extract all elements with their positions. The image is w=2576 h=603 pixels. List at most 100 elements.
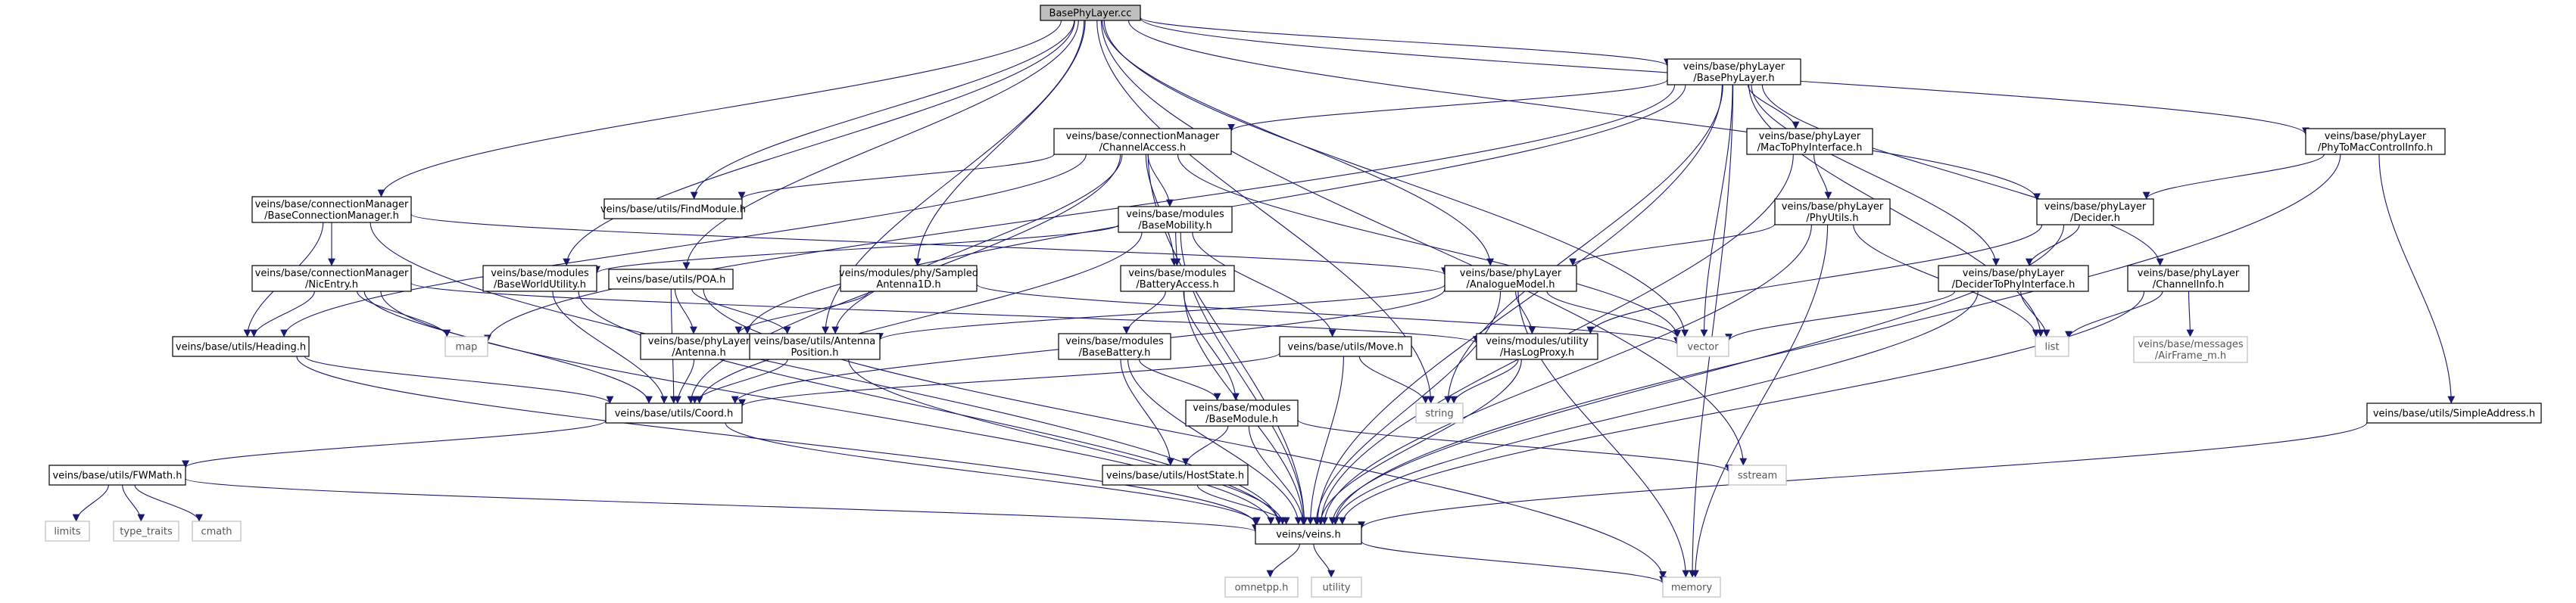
node-simpleaddr[interactable]: veins/base/utils/SimpleAddress.h xyxy=(2366,403,2542,424)
node-battacc[interactable]: veins/base/modules/BatteryAccess.h xyxy=(1120,265,1235,292)
node-box xyxy=(2036,198,2154,225)
node-cm_ca[interactable]: veins/base/connectionManager/ChannelAcce… xyxy=(1053,128,1232,155)
node-box xyxy=(482,265,597,292)
node-veins[interactable]: veins/veins.h xyxy=(1255,524,1362,545)
edge-cm_ca-to-findmod xyxy=(738,154,1055,200)
node-label: cmath xyxy=(201,527,232,538)
node-label: veins/base/modules xyxy=(1128,268,1227,279)
node-dec2phy[interactable]: veins/base/phyLayer/DeciderToPhyInterfac… xyxy=(1938,265,2089,292)
edge-root-to-vector xyxy=(1103,20,1689,337)
edge-root-to-bworld xyxy=(563,20,1075,266)
node-hoststate[interactable]: veins/base/utils/HostState.h xyxy=(1102,465,1249,486)
node-layer: BasePhyLayer.cc veins/base/phyLayer/BaseP… xyxy=(45,5,2542,598)
edge-bpl_h-to-chinfo xyxy=(1761,84,2164,266)
node-phyutils[interactable]: veins/base/phyLayer/PhyUtils.h xyxy=(1774,198,1891,225)
node-antenna[interactable]: veins/base/phyLayer/Antenna.h xyxy=(640,333,758,360)
node-chinfo[interactable]: veins/base/phyLayer/ChannelInfo.h xyxy=(2127,265,2250,292)
edge-bworld-to-coord xyxy=(552,291,668,404)
node-box xyxy=(1667,58,1801,85)
node-poa[interactable]: veins/base/utils/POA.h xyxy=(608,269,734,290)
node-cm_nic[interactable]: veins/base/connectionManager/NicEntry.h xyxy=(251,265,412,292)
node-box xyxy=(1058,333,1171,360)
edge-root-to-cm_bcm xyxy=(377,20,1062,197)
node-label: veins/modules/utility xyxy=(1486,336,1589,347)
node-label: list xyxy=(2044,342,2059,353)
node-findmod[interactable]: veins/base/utils/FindModule.h xyxy=(600,198,746,219)
edge-phyutils-to-analogue xyxy=(1569,223,1776,266)
node-haslog[interactable]: veins/modules/utility/HasLogProxy.h xyxy=(1476,333,1598,360)
node-label: veins/base/phyLayer xyxy=(2138,268,2240,279)
node-box xyxy=(444,336,488,357)
node-box xyxy=(1040,5,1141,21)
node-bworld[interactable]: veins/base/modules/BaseWorldUtility.h xyxy=(482,265,597,292)
node-box xyxy=(1444,265,1577,292)
edge-bpl_h-to-string xyxy=(1444,84,1723,404)
node-vector: vector xyxy=(1676,336,1729,357)
edge-bpl_h-to-memory xyxy=(1689,84,1734,578)
edge-dec2phy-to-list xyxy=(2020,291,2051,337)
node-cm_bcm[interactable]: veins/base/connectionManager/BaseConnect… xyxy=(251,196,412,223)
edge-fwmath-to-veins xyxy=(185,477,1259,533)
edge-root-to-analogue xyxy=(1102,20,1495,266)
edge-analogue-to-haslog xyxy=(1515,291,1536,334)
node-bpl_h[interactable]: veins/base/phyLayer/BasePhyLayer.h xyxy=(1667,58,1801,85)
node-omnetpp: omnetpp.h xyxy=(1224,577,1299,598)
node-box xyxy=(1185,399,1299,427)
edge-basemod-to-veins xyxy=(1248,425,1307,525)
node-analogue[interactable]: veins/base/phyLayer/AnalogueModel.h xyxy=(1444,265,1577,292)
edge-cm_nic-to-veins xyxy=(380,291,1275,525)
edge-analogue-to-antpos xyxy=(876,284,1445,341)
edge-veins-to-memory xyxy=(1361,541,1667,584)
node-label: /PhyUtils.h xyxy=(1806,213,1858,224)
node-fwmath[interactable]: veins/base/utils/FWMath.h xyxy=(48,465,186,486)
node-basemod[interactable]: veins/base/modules/BaseModule.h xyxy=(1185,399,1299,427)
edge-cm_ca-to-heading xyxy=(280,154,1087,337)
node-utility: utility xyxy=(1311,577,1362,598)
edge-bpl_h-to-vector xyxy=(1700,84,1733,337)
edge-layer xyxy=(72,17,2456,584)
node-label: /NicEntry.h xyxy=(305,279,358,291)
node-label: veins/base/modules xyxy=(1126,209,1224,220)
node-root[interactable]: BasePhyLayer.cc xyxy=(1040,5,1141,21)
edge-basemod-to-sstream xyxy=(1297,419,1732,472)
node-label: veins/base/utils/Move.h xyxy=(1287,342,1403,353)
node-label: /HasLogProxy.h xyxy=(1500,347,1574,359)
edge-root-to-bpl_h xyxy=(1140,17,1671,67)
node-phy2mac[interactable]: veins/base/phyLayer/PhyToMacControlInfo.… xyxy=(2305,128,2446,155)
node-label: veins/base/modules xyxy=(1193,403,1291,414)
edge-haslog-to-string xyxy=(1450,359,1519,404)
node-basemob[interactable]: veins/base/modules/BaseMobility.h xyxy=(1118,206,1233,233)
node-box xyxy=(45,521,90,542)
edge-antpos-to-coord xyxy=(691,359,788,404)
node-mac2phy[interactable]: veins/base/phyLayer/MacToPhyInterface.h xyxy=(1746,128,1873,155)
node-decider[interactable]: veins/base/phyLayer/Decider.h xyxy=(2036,198,2154,225)
edge-phy2mac-to-decider xyxy=(2142,154,2325,200)
edge-root-to-antpos xyxy=(822,20,1085,334)
node-typetraits: type_traits xyxy=(113,521,179,542)
node-label: veins/base/phyLayer xyxy=(1460,268,1562,279)
node-box xyxy=(1476,333,1598,360)
node-box xyxy=(1224,577,1299,598)
node-label: type_traits xyxy=(120,527,173,538)
edge-root-to-string xyxy=(1096,20,1435,404)
node-heading[interactable]: veins/base/utils/Heading.h xyxy=(172,336,310,357)
edge-phy2mac-to-simpleaddr xyxy=(2378,154,2456,404)
node-coord[interactable]: veins/base/utils/Coord.h xyxy=(605,403,743,424)
node-label: /BatteryAccess.h xyxy=(1136,279,1218,291)
edge-move-to-string xyxy=(1358,356,1430,404)
edge-bpl_h-to-cm_ca xyxy=(1227,79,1668,132)
node-box xyxy=(1279,336,1412,357)
node-box xyxy=(605,403,743,424)
node-box xyxy=(640,333,758,360)
edge-analogue-to-memory xyxy=(1517,291,1690,578)
node-move[interactable]: veins/base/utils/Move.h xyxy=(1279,336,1412,357)
node-label: veins/base/phyLayer xyxy=(1759,131,1861,142)
edge-basebatt-to-basemod xyxy=(1138,359,1221,401)
node-box xyxy=(2305,128,2446,155)
node-label: Antenna1D.h xyxy=(876,279,940,291)
node-basebatt[interactable]: veins/base/modules/BaseBattery.h xyxy=(1058,333,1171,360)
node-label: veins/base/utils/POA.h xyxy=(616,275,726,286)
edge-veins-to-utility xyxy=(1313,543,1336,578)
